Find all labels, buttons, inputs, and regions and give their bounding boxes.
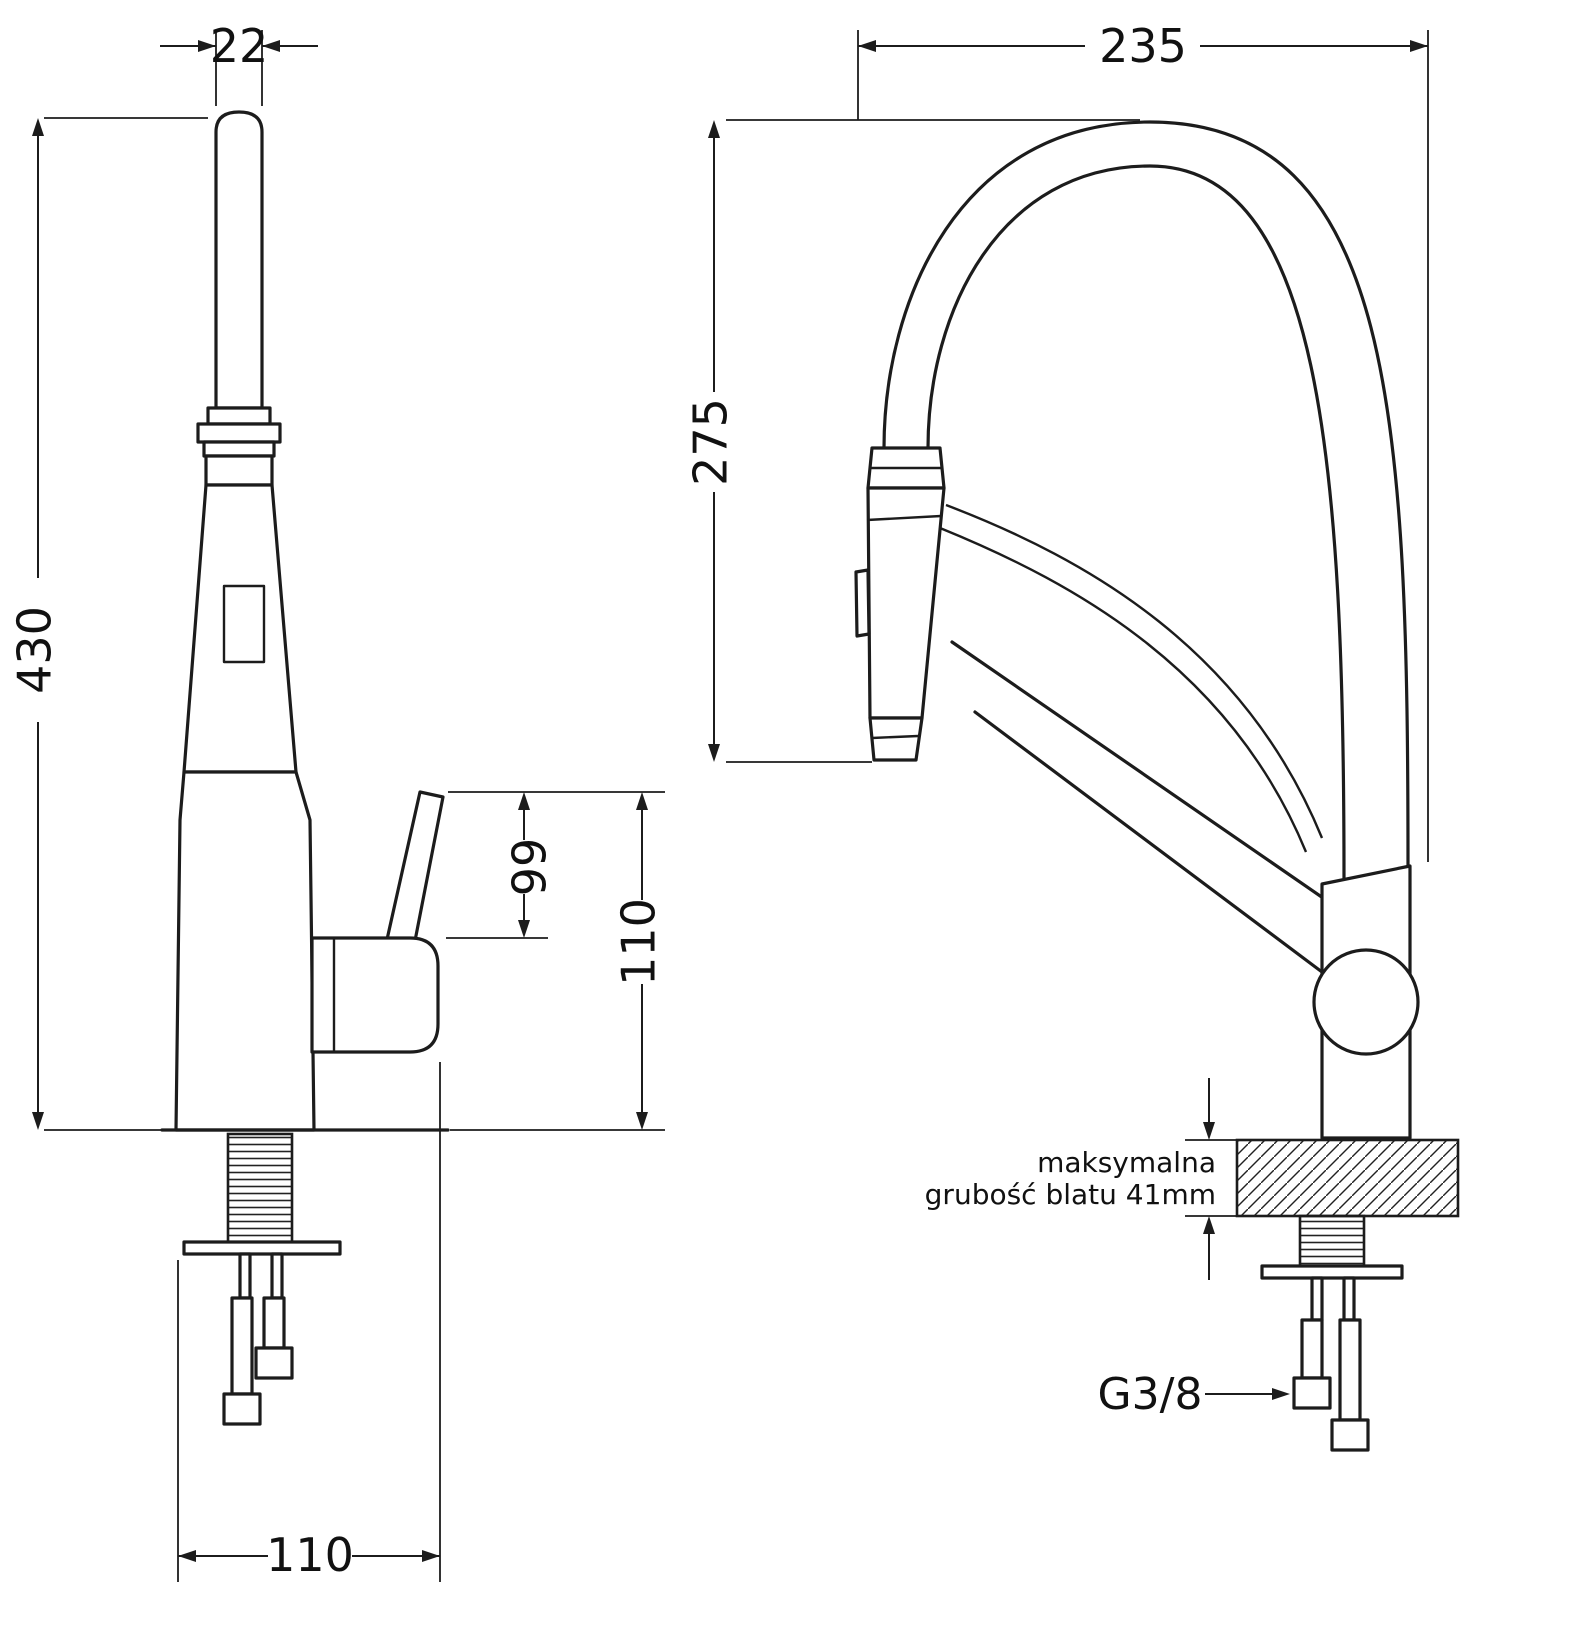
hose-nut <box>222 1392 262 1426</box>
supply-hose <box>230 1296 254 1396</box>
dim-label-body-height: 110 <box>612 898 666 986</box>
dim-label-spout-diameter: 22 <box>210 19 269 73</box>
counter-thickness-callout: maksymalna grubość blatu 41mm <box>925 1078 1216 1280</box>
dim-label-base-width: 110 <box>266 1528 354 1582</box>
spout-collar <box>196 422 282 444</box>
hose-nut <box>1330 1418 1370 1452</box>
threaded-shank <box>226 1132 294 1244</box>
faucet-lower-body <box>174 770 316 1132</box>
thread-size-callout: G3/8 <box>1098 1369 1290 1420</box>
dim-label-lever-height: 66 <box>501 838 555 897</box>
dimension-base-width: 110 <box>177 1062 441 1582</box>
gooseneck-inner-curve <box>926 164 1346 880</box>
hose-nut <box>254 1346 294 1380</box>
spout-arm-edge <box>973 710 1324 974</box>
counter-note-line2: grubość blatu 41mm <box>925 1178 1216 1211</box>
thread-label: G3/8 <box>1098 1369 1203 1420</box>
spray-head-nozzle <box>868 716 924 762</box>
mounting-stud <box>1310 1276 1324 1322</box>
lever-mount <box>310 936 440 1054</box>
spout-collar <box>204 454 274 487</box>
mounting-stud <box>270 1252 284 1300</box>
supply-hose <box>1300 1318 1324 1380</box>
mounting-stud <box>1342 1276 1356 1322</box>
spout-tube <box>214 110 264 410</box>
faucet-upper-body <box>182 483 298 774</box>
nozzle-seam <box>871 734 919 740</box>
dimension-lever-height: 66 <box>446 791 665 939</box>
spout-collar <box>206 406 272 426</box>
dim-label-total-height: 430 <box>8 606 62 694</box>
gooseneck-outer-curve <box>882 120 1410 872</box>
dimension-spout-height: 275 <box>684 119 1140 763</box>
body-ball-joint <box>1312 948 1420 1056</box>
dim-label-spout-height: 275 <box>684 398 738 486</box>
flexible-hose <box>939 526 1308 853</box>
dimension-spout-reach: 235 <box>857 19 1429 862</box>
dimension-total-height: 430 <box>8 117 208 1131</box>
left-view-side-elevation: 22 430 66 110 <box>8 19 666 1582</box>
supply-hose <box>1338 1318 1362 1422</box>
hose-nut <box>1292 1376 1332 1410</box>
spray-head-button <box>854 568 871 638</box>
right-view-profile: 235 275 maksymalna grubość blatu 41mm G3… <box>684 19 1460 1452</box>
dimension-spout-diameter: 22 <box>160 19 318 106</box>
body-display-window <box>222 584 266 664</box>
mounting-flange <box>182 1240 342 1256</box>
countertop-block <box>1235 1138 1460 1218</box>
mounting-flange <box>1260 1264 1404 1280</box>
flexible-hose <box>945 503 1324 839</box>
dim-label-spout-reach: 235 <box>1099 19 1187 73</box>
threaded-shank <box>1298 1214 1366 1268</box>
spout-collar <box>202 440 276 458</box>
supply-hose <box>262 1296 286 1350</box>
lever-handle <box>384 790 445 948</box>
spout-arm-edge <box>950 640 1328 902</box>
spray-head-seam <box>866 514 942 522</box>
spray-head-body <box>866 486 946 720</box>
counter-note-line1: maksymalna <box>1037 1146 1216 1179</box>
dimension-body-height: 110 <box>450 792 666 1131</box>
mounting-stud <box>238 1252 252 1300</box>
